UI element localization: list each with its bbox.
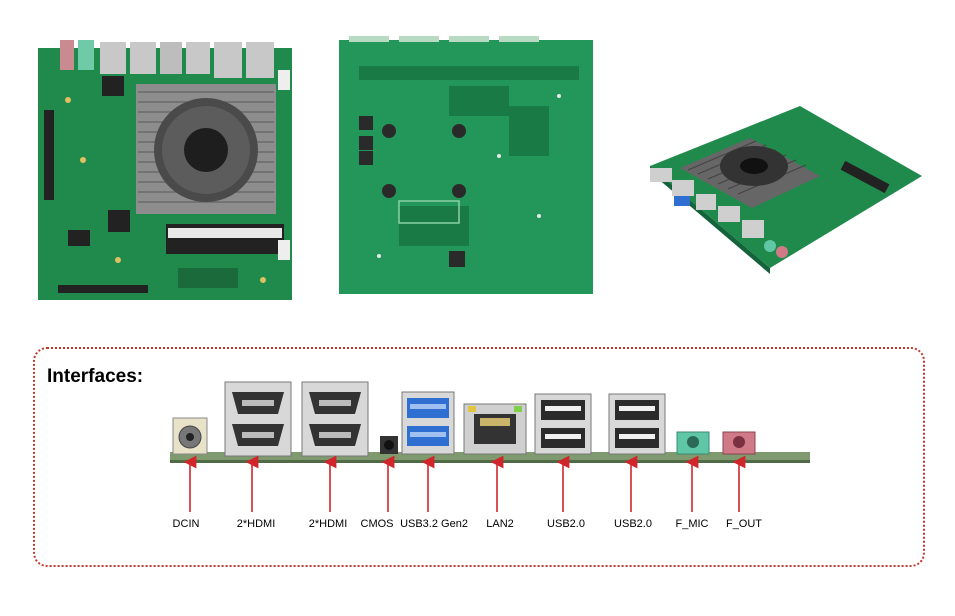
hdmi-stack-1-icon — [224, 381, 292, 457]
port-label-out: F_OUT — [725, 518, 763, 530]
port-label-hdmi-2: 2*HDMI — [308, 518, 348, 530]
port-label-dcin: DCIN — [172, 518, 200, 530]
port-label-usb2-1: USB2.0 — [547, 518, 585, 530]
interfaces-title: Interfaces: — [47, 366, 144, 387]
port-label-cmos: CMOS — [360, 518, 394, 530]
port-label-hdmi-1: 2*HDMI — [236, 518, 276, 530]
motherboard-back-photo — [339, 36, 593, 294]
port-label-usb3: USB3.2 Gen2 — [400, 518, 468, 530]
usb3-stack-icon — [401, 391, 455, 455]
line-out-jack-icon — [722, 431, 756, 455]
interfaces-panel — [33, 347, 925, 567]
lan-port-icon — [463, 403, 527, 455]
usb2-stack-2-icon — [608, 393, 666, 455]
usb2-stack-1-icon — [534, 393, 592, 455]
pcb-edge — [170, 452, 810, 462]
cmos-button-icon — [380, 436, 398, 454]
motherboard-angled-photo — [650, 106, 922, 274]
mic-jack-icon — [676, 431, 710, 455]
dcin-connector-icon — [172, 417, 208, 455]
hdmi-stack-2-icon — [301, 381, 369, 457]
port-label-usb2-2: USB2.0 — [614, 518, 652, 530]
port-label-lan: LAN2 — [486, 518, 514, 530]
motherboard-top-photo — [38, 40, 292, 300]
port-label-mic: F_MIC — [675, 518, 709, 530]
